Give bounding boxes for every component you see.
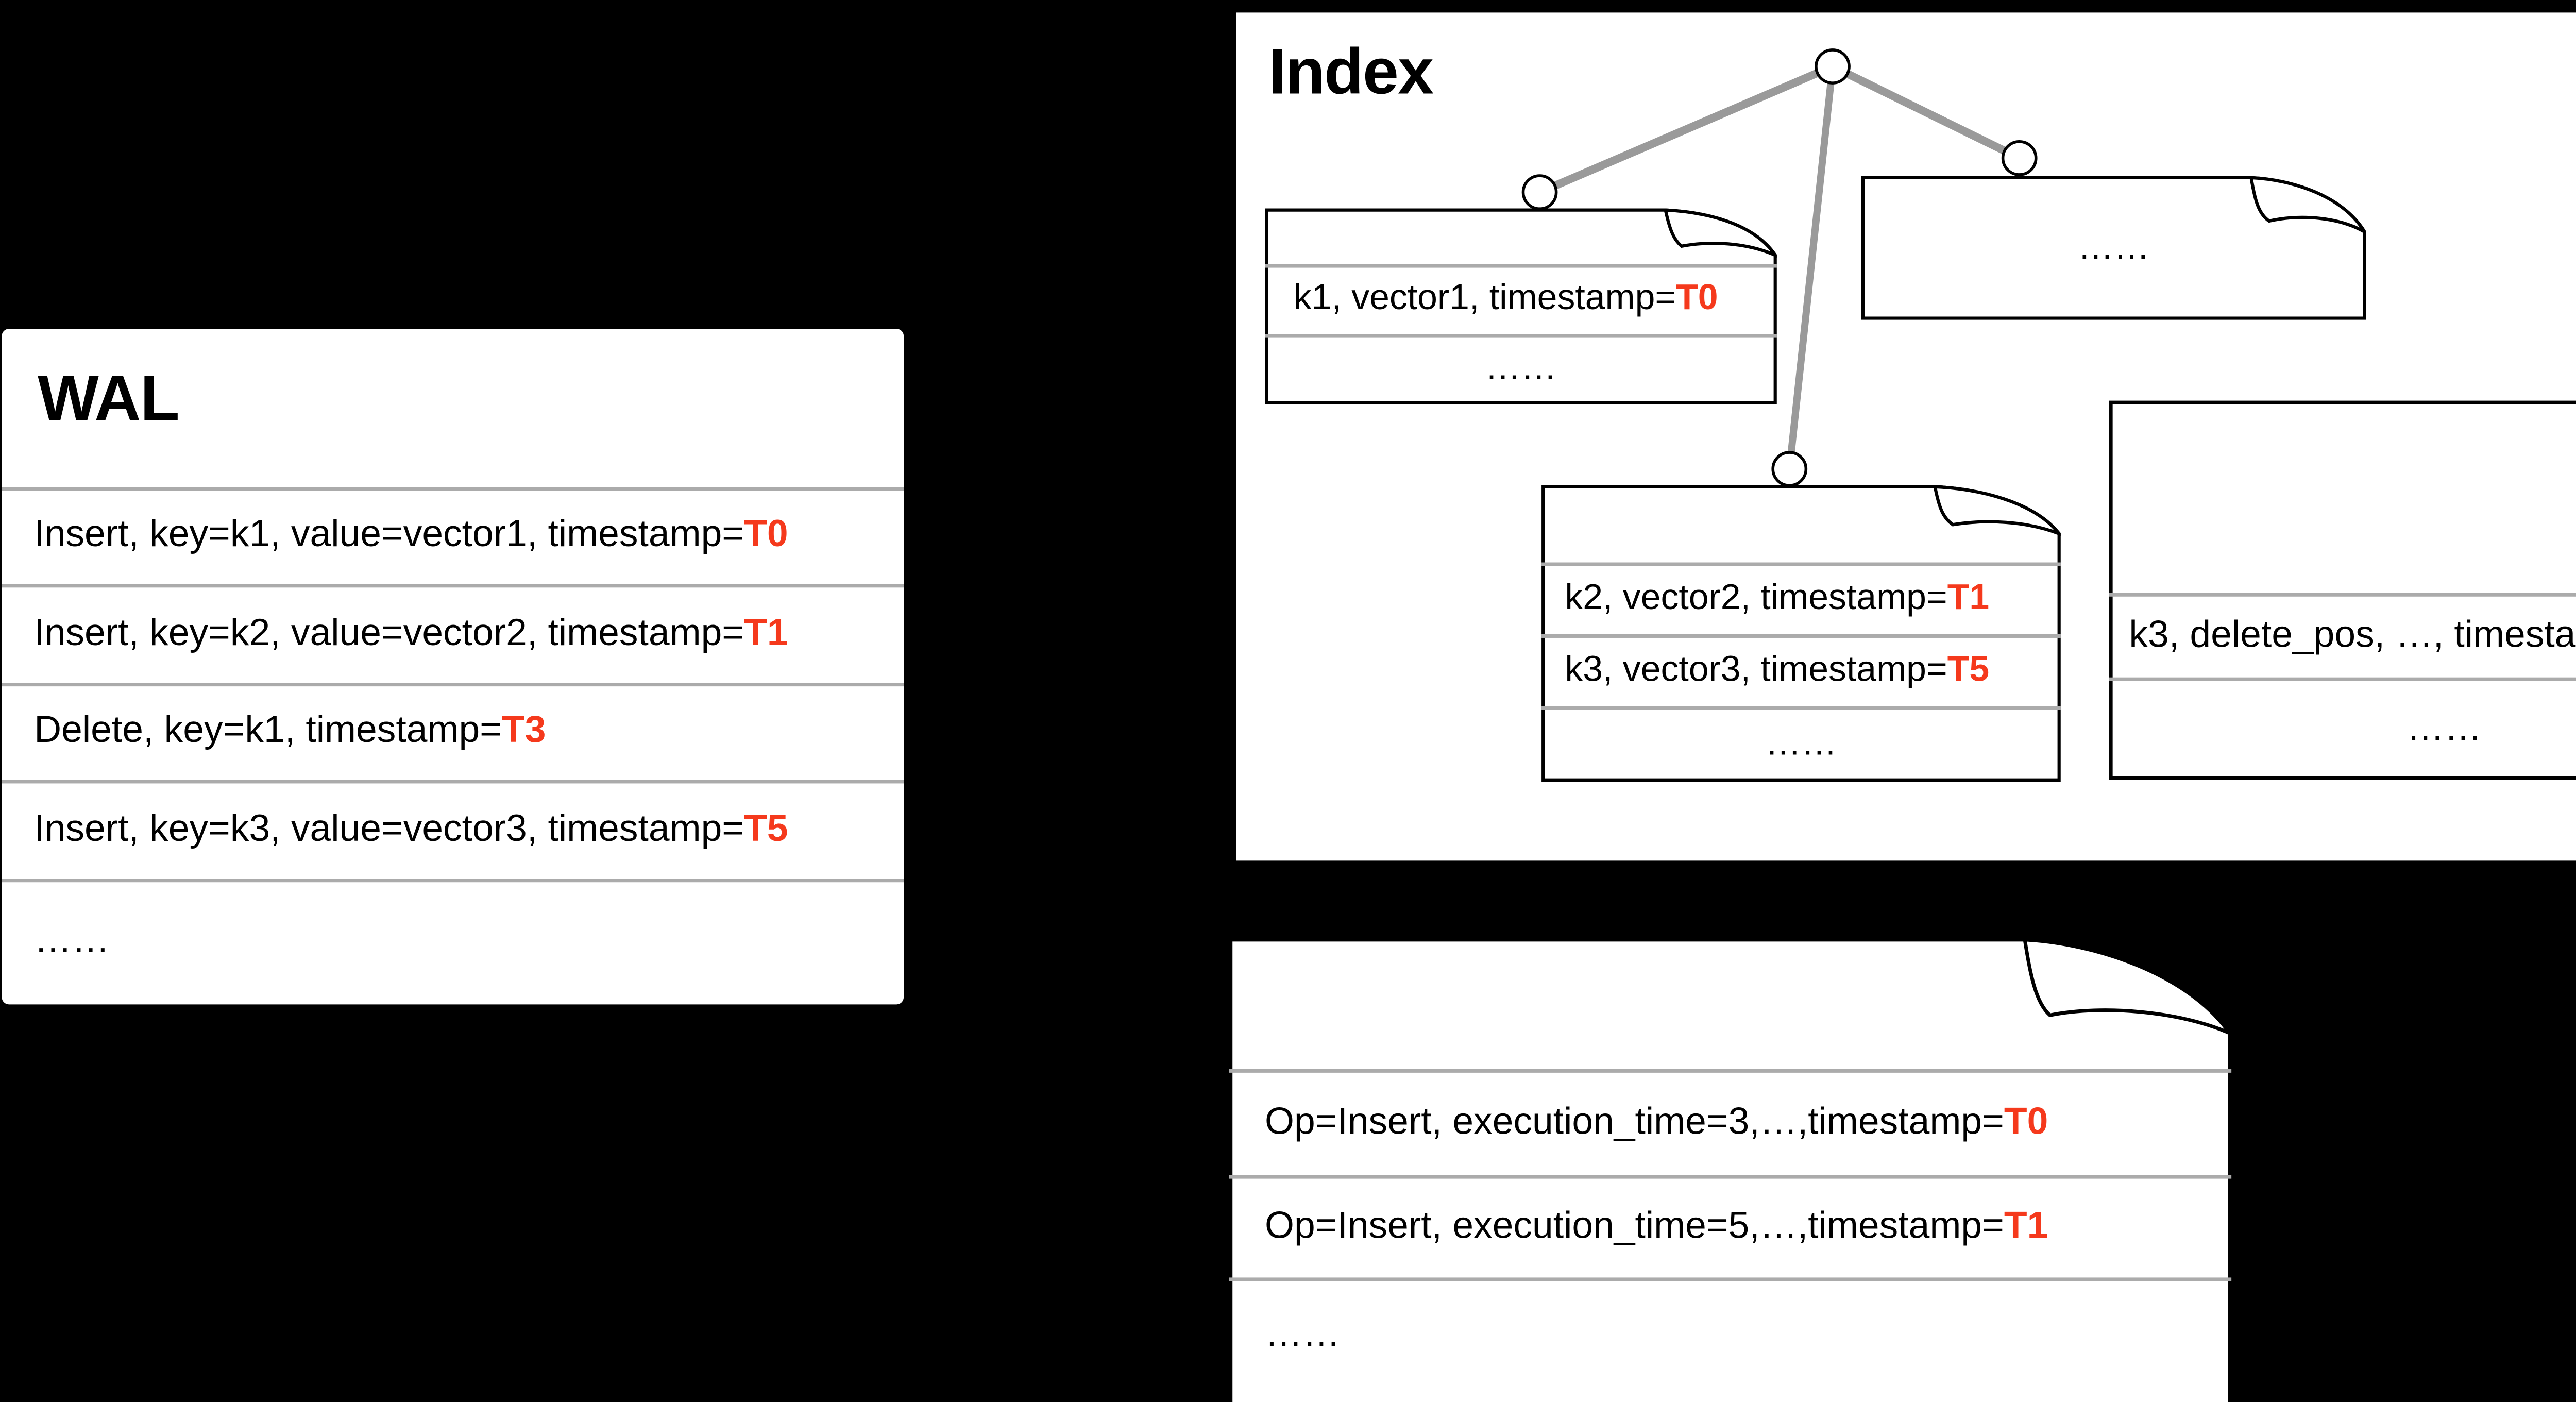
timestamp-highlight: T0 [744,514,788,555]
doc-row: k3, vector3, timestamp=T5 [1541,634,2061,706]
divider [2109,677,2576,682]
timestamp-highlight: T3 [501,710,546,751]
wal-row-text: Insert, key=k1, value=vector1, timestamp… [34,514,744,555]
divider [2109,593,2576,597]
doc-row-text: k3, vector3, timestamp= [1565,649,1947,689]
document-shape [2109,400,2576,780]
wal-row-text: Insert, key=k3, value=vector3, timestamp… [34,807,744,849]
divider [2,584,904,588]
timestamp-highlight: T1 [2004,1205,2048,1246]
document-shape [1229,938,2232,1402]
segment-doc-k1: k1, vector1, timestamp=T0 …… [1265,208,1777,404]
folded-corner [2249,176,2366,235]
wal-row: …… [2,879,904,1004]
wal-row: Insert, key=k1, value=vector1, timestamp… [2,487,904,584]
doc-row-text: k2, vector2, timestamp= [1565,578,1947,617]
folded-corner [2023,938,2232,1036]
tree-node-middle [1771,451,1808,487]
doc-row: k3, delete_pos, …, timestamp=T3 [2109,593,2576,678]
wal-row-text: …… [34,920,110,961]
divider [1265,334,1777,339]
divider [1229,1069,2232,1073]
delete-log-document: Delete Log k3, delete_pos, …, timestamp=… [2109,400,2576,780]
bin-log-row: Op=Insert, execution_time=5,…,timestamp=… [1229,1175,2231,1278]
doc-row: …… [2109,678,2576,780]
timestamp-highlight: T5 [744,807,788,849]
timestamp-highlight: T0 [1676,278,1718,318]
document-shape [1265,208,1777,404]
doc-row-text: …… [2406,707,2482,749]
segment-doc-k2-k3: k2, vector2, timestamp=T1 k3, vector3, t… [1541,485,2061,782]
tree-edge [1538,62,1835,196]
divider [2,879,904,883]
divider [1541,634,2061,638]
doc-row: …… [1861,176,2366,320]
bin-log-row: Op=Insert, execution_time=3,…,timestamp=… [1229,1069,2231,1175]
tree-edge [1831,62,2022,162]
index-panel: Index k1, vector1, timestamp=T0 …… [1236,12,2576,861]
tree-root-node [1815,48,1851,85]
folded-corner [1933,485,2061,536]
divider [1541,706,2061,711]
divider [1229,1277,2232,1282]
wal-row: Delete, key=k1, timestamp=T3 [2,683,904,780]
doc-row: k1, vector1, timestamp=T0 [1265,264,1777,334]
divider [2,780,904,784]
wal-row: Insert, key=k2, value=vector2, timestamp… [2,584,904,683]
doc-row-text: k1, vector1, timestamp= [1293,278,1676,318]
index-title: Index [1268,34,1434,108]
doc-row-text: …… [1765,723,1837,763]
divider [1541,562,2061,567]
divider [1265,264,1777,268]
doc-row-text: …… [1485,348,1557,388]
bin-log-row: …… [1229,1277,2231,1392]
bin-log-row-text: …… [1265,1313,1341,1355]
doc-row: …… [1265,334,1777,404]
timestamp-highlight: T1 [1947,578,1990,617]
wal-panel: WAL Insert, key=k1, value=vector1, times… [2,329,904,1005]
tree-edge [1786,66,1836,469]
timestamp-highlight: T1 [744,612,788,653]
timestamp-highlight: T0 [2004,1100,2048,1142]
doc-row: …… [1541,706,2061,781]
bin-log-document: Bin Log Op=Insert, execution_time=3,…,ti… [1229,938,2232,1402]
timestamp-highlight: T5 [1947,649,1990,689]
divider [1229,1175,2232,1179]
tree-node-left [1521,174,1558,211]
folded-corner [1663,208,1777,258]
segment-doc-more: …… [1861,176,2366,320]
wal-row: Insert, key=k3, value=vector3, timestamp… [2,780,904,879]
doc-row-text: k3, delete_pos, …, timestamp= [2129,613,2576,655]
document-shape [1861,176,2366,320]
tree-node-right [2001,140,2038,176]
wal-row-text: Delete, key=k1, timestamp= [34,710,502,751]
bin-log-row-text: Op=Insert, execution_time=5,…,timestamp= [1265,1205,2004,1246]
doc-row: k2, vector2, timestamp=T1 [1541,563,2061,634]
index-tree [1521,48,2038,487]
divider [2,683,904,687]
divider [2,487,904,491]
bin-log-row-text: Op=Insert, execution_time=3,…,timestamp= [1265,1100,2004,1142]
doc-row-text: …… [2077,227,2150,267]
wal-row-text: Insert, key=k2, value=vector2, timestamp… [34,612,744,653]
wal-title: WAL [38,361,179,435]
